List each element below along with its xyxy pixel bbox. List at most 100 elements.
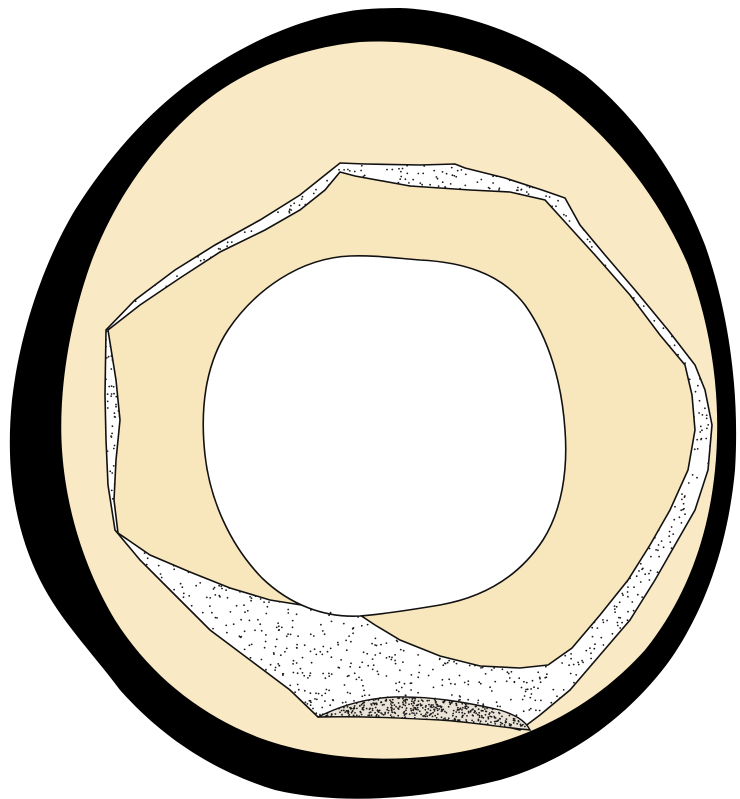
stipple-dot [404, 714, 406, 716]
stipple-dot [366, 708, 368, 710]
stipple-dot [396, 689, 398, 691]
stipple-dot [292, 620, 294, 622]
stipple-dot [386, 169, 388, 171]
stipple-dot [405, 702, 407, 704]
stipple-dot [513, 720, 515, 722]
stipple-dot [300, 668, 302, 670]
stipple-dot [509, 723, 511, 725]
stipple-dot [265, 634, 267, 636]
stipple-dot [371, 704, 373, 706]
stipple-dot [457, 170, 459, 172]
stipple-dot [509, 179, 511, 181]
stipple-dot [679, 516, 681, 518]
stipple-dot [313, 635, 315, 637]
stipple-dot [636, 575, 638, 577]
stipple-dot [509, 677, 511, 679]
stipple-dot [341, 716, 343, 718]
stipple-dot [112, 425, 114, 427]
stipple-dot [404, 683, 406, 685]
stipple-dot [445, 719, 447, 721]
stipple-dot [532, 680, 534, 682]
stipple-dot [108, 356, 110, 358]
stipple-dot [594, 643, 596, 645]
stipple-dot [349, 170, 351, 172]
stipple-dot [310, 633, 312, 635]
stipple-dot [527, 688, 529, 690]
stipple-dot [314, 698, 316, 700]
stipple-dot [347, 706, 349, 708]
stipple-dot [650, 570, 652, 572]
stipple-dot [218, 248, 220, 250]
stipple-dot [435, 702, 437, 704]
stipple-dot [397, 641, 399, 643]
stipple-dot [642, 568, 644, 570]
stipple-dot [663, 546, 665, 548]
stipple-dot [633, 297, 635, 299]
stipple-dot [706, 414, 708, 416]
stipple-dot [618, 617, 620, 619]
stipple-dot [209, 597, 211, 599]
stipple-dot [614, 605, 616, 607]
stipple-dot [249, 596, 251, 598]
stipple-dot [442, 181, 444, 183]
stipple-dot [412, 709, 414, 711]
stipple-dot [399, 178, 401, 180]
stipple-dot [251, 230, 253, 232]
stipple-dot [361, 661, 363, 663]
stipple-dot [417, 173, 419, 175]
stipple-dot [467, 703, 469, 705]
stipple-dot [540, 700, 542, 702]
stipple-dot [508, 673, 510, 675]
stipple-dot [698, 412, 700, 414]
stipple-dot [385, 700, 387, 702]
stipple-dot [540, 681, 542, 683]
stipple-dot [409, 185, 411, 187]
stipple-dot [289, 212, 291, 214]
stipple-dot [422, 715, 424, 717]
stipple-dot [386, 709, 388, 711]
stipple-dot [294, 691, 296, 693]
stipple-dot [200, 576, 202, 578]
stipple-dot [563, 214, 565, 216]
stipple-dot [310, 700, 312, 702]
stipple-dot [674, 344, 676, 346]
stipple-dot [707, 424, 709, 426]
stipple-dot [499, 706, 501, 708]
stipple-dot [337, 667, 339, 669]
stipple-dot [240, 637, 242, 639]
stipple-dot [432, 716, 434, 718]
stipple-dot [481, 710, 483, 712]
stipple-dot [350, 641, 352, 643]
stipple-dot [692, 474, 694, 476]
stipple-dot [328, 184, 330, 186]
stipple-dot [489, 686, 491, 688]
stipple-dot [260, 598, 262, 600]
stipple-dot [467, 680, 469, 682]
stipple-dot [524, 695, 526, 697]
stipple-dot [389, 656, 391, 658]
stipple-dot [368, 700, 370, 702]
stipple-dot [622, 594, 624, 596]
stipple-dot [363, 704, 365, 706]
stipple-dot [497, 720, 499, 722]
stipple-dot [455, 176, 457, 178]
stipple-dot [507, 671, 509, 673]
stipple-dot [352, 632, 354, 634]
stipple-dot [510, 725, 512, 727]
stipple-dot [561, 662, 563, 664]
stipple-dot [570, 673, 572, 675]
stipple-dot [430, 710, 432, 712]
stipple-dot [322, 646, 324, 648]
stipple-dot [216, 617, 218, 619]
stipple-dot [183, 596, 185, 598]
stipple-dot [387, 707, 389, 709]
stipple-dot [340, 659, 342, 661]
stipple-dot [107, 407, 109, 409]
stipple-dot [105, 346, 107, 348]
stipple-dot [494, 723, 496, 725]
stipple-dot [619, 627, 621, 629]
stipple-dot [191, 605, 193, 607]
stipple-dot [363, 651, 365, 653]
stipple-dot [633, 610, 635, 612]
stipple-dot [429, 184, 431, 186]
